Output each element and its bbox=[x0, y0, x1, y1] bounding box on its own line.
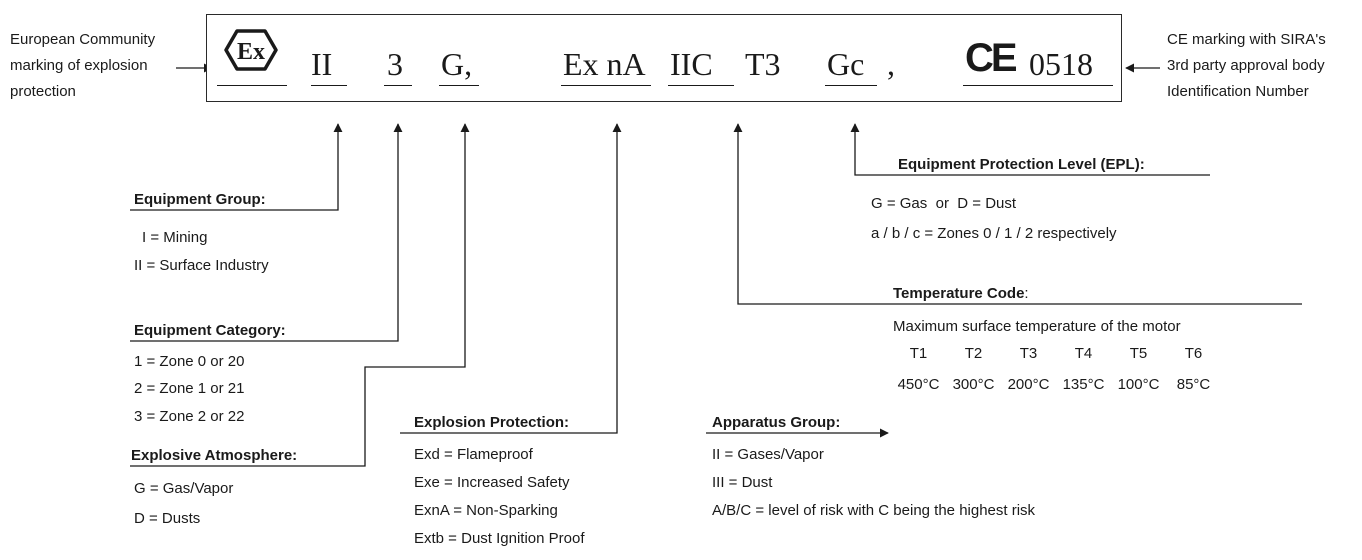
temperature-code-heading: Temperature Code bbox=[893, 285, 1025, 302]
explosion-protection-item: ExnA = Non-Sparking bbox=[414, 502, 558, 519]
ce-underline bbox=[963, 85, 1113, 86]
equipment-group-heading: Equipment Group: bbox=[134, 191, 266, 208]
temperature-value: 100°C bbox=[1117, 376, 1160, 393]
temperature-value: 450°C bbox=[897, 376, 940, 393]
temperature-code-description: Maximum surface temperature of the motor bbox=[893, 317, 1181, 337]
equipment-group-section: Equipment Group: bbox=[134, 190, 266, 210]
equipment-category-items: 1 = Zone 0 or 20 2 = Zone 1 or 21 3 = Zo… bbox=[134, 349, 245, 431]
temperature-value: 200°C bbox=[1007, 376, 1050, 393]
temperature-class: T1 bbox=[909, 345, 928, 362]
marking-number: 0518 bbox=[1029, 46, 1093, 82]
explosive-atmosphere-items: G = Gas/Vapor D = Dusts bbox=[134, 474, 233, 534]
temperature-code-connector bbox=[733, 123, 1302, 305]
marking-protection: Ex nA bbox=[563, 46, 646, 82]
ex-symbol-text: Ex bbox=[237, 39, 265, 65]
right-note-line: CE marking with SIRA's bbox=[1167, 31, 1326, 48]
apparatus-group-items: II = Gases/Vapor III = Dust A/B/C = leve… bbox=[712, 441, 1035, 525]
marking-group: II bbox=[311, 46, 333, 82]
temperature-code-desc-text: Maximum surface temperature of the motor bbox=[893, 318, 1181, 335]
apparatus-group-item: A/B/C = level of risk with C being the h… bbox=[712, 502, 1036, 519]
apparatus-group-section: Apparatus Group: bbox=[712, 413, 840, 433]
equipment-category-item: 3 = Zone 2 or 22 bbox=[134, 408, 245, 425]
ex-hexagon-icon: Ex bbox=[224, 29, 278, 71]
equipment-group-item: I = Mining bbox=[142, 229, 208, 246]
equipment-category-heading: Equipment Category: bbox=[134, 322, 286, 339]
right-note: CE marking with SIRA's 3rd party approva… bbox=[1167, 27, 1326, 105]
group-underline bbox=[311, 85, 347, 86]
protection-underline bbox=[561, 85, 651, 86]
temperature-class: T5 bbox=[1129, 345, 1148, 362]
epl-item: a / b / c = Zones 0 / 1 / 2 respectively bbox=[871, 225, 1117, 242]
left-note-line: marking of explosion bbox=[10, 57, 148, 74]
explosion-protection-heading: Explosion Protection: bbox=[414, 414, 570, 431]
temperature-class: T3 bbox=[1019, 345, 1038, 362]
marking-temp: T3 bbox=[745, 46, 781, 82]
explosion-protection-section: Explosion Protection: bbox=[414, 413, 569, 433]
ce-mark: CE bbox=[965, 36, 1018, 80]
explosion-protection-item: Extb = Dust Ignition Proof bbox=[414, 530, 585, 547]
equipment-group-connector bbox=[130, 123, 343, 211]
explosion-protection-connector bbox=[400, 123, 622, 434]
equipment-group-items: I = Mining II = Surface Industry bbox=[134, 222, 269, 278]
explosive-atmosphere-heading: Explosive Atmosphere: bbox=[131, 447, 298, 464]
explosion-protection-items: Exd = Flameproof Exe = Increased Safety … bbox=[414, 441, 585, 553]
epl-item: G = Gas or D = Dust bbox=[871, 195, 1017, 212]
right-note-line: 3rd party approval body bbox=[1167, 57, 1325, 74]
marking-epl: Gc bbox=[827, 46, 865, 82]
right-note-line: Identification Number bbox=[1167, 83, 1309, 100]
temperature-value: 300°C bbox=[952, 376, 995, 393]
temperature-value-row: 450°C 300°C 200°C 135°C 100°C 85°C bbox=[891, 376, 1221, 393]
marking-apparatus: IIC bbox=[670, 46, 713, 82]
equipment-category-connector bbox=[130, 123, 403, 342]
temperature-value: 135°C bbox=[1062, 376, 1105, 393]
temperature-class: T4 bbox=[1074, 345, 1093, 362]
explosive-atmosphere-item: G = Gas/Vapor bbox=[134, 480, 234, 497]
temperature-code-heading-wrap: Temperature Code: bbox=[893, 284, 1029, 304]
explosive-atmosphere-connector bbox=[130, 123, 470, 467]
epl-heading: Equipment Protection Level (EPL): bbox=[898, 156, 1145, 173]
equipment-group-item: II = Surface Industry bbox=[134, 257, 269, 274]
explosive-atmosphere-section: Explosive Atmosphere: bbox=[131, 446, 297, 466]
explosion-protection-item: Exe = Increased Safety bbox=[414, 474, 570, 491]
apparatus-group-item: II = Gases/Vapor bbox=[712, 446, 824, 463]
category-underline bbox=[384, 85, 412, 86]
equipment-category-item: 1 = Zone 0 or 20 bbox=[134, 353, 245, 370]
marking-atmosphere: G, bbox=[441, 46, 473, 82]
left-note-line: European Community bbox=[10, 31, 156, 48]
apparatus-underline bbox=[668, 85, 734, 86]
temperature-code-colon: : bbox=[1024, 285, 1029, 302]
left-note: European Community marking of explosion … bbox=[10, 27, 155, 105]
marking-category: 3 bbox=[387, 46, 403, 82]
marking-box: Ex II 3 G, Ex nA IIC T3 Gc , CE 0518 bbox=[206, 14, 1122, 102]
epl-items: G = Gas or D = Dust a / b / c = Zones 0 … bbox=[871, 189, 1117, 249]
atmosphere-underline bbox=[439, 85, 479, 86]
temperature-class-row: T1 T2 T3 T4 T5 T6 bbox=[891, 345, 1221, 362]
apparatus-group-heading: Apparatus Group: bbox=[712, 414, 841, 431]
equipment-category-item: 2 = Zone 1 or 21 bbox=[134, 380, 245, 397]
apparatus-group-item: III = Dust bbox=[712, 474, 773, 491]
ex-underline bbox=[217, 85, 287, 86]
marking-comma: , bbox=[887, 46, 895, 82]
temperature-value: 85°C bbox=[1176, 376, 1211, 393]
equipment-category-section: Equipment Category: bbox=[134, 321, 286, 341]
explosive-atmosphere-item: D = Dusts bbox=[134, 510, 201, 527]
temperature-class: T6 bbox=[1184, 345, 1203, 362]
left-note-line: protection bbox=[10, 83, 76, 100]
temperature-class: T2 bbox=[964, 345, 983, 362]
epl-connector bbox=[850, 123, 1210, 176]
temperature-code-section: Temperature Code: bbox=[893, 284, 1029, 304]
epl-section: Equipment Protection Level (EPL): bbox=[898, 155, 1145, 175]
explosion-protection-item: Exd = Flameproof bbox=[414, 446, 533, 463]
epl-underline bbox=[825, 85, 877, 86]
